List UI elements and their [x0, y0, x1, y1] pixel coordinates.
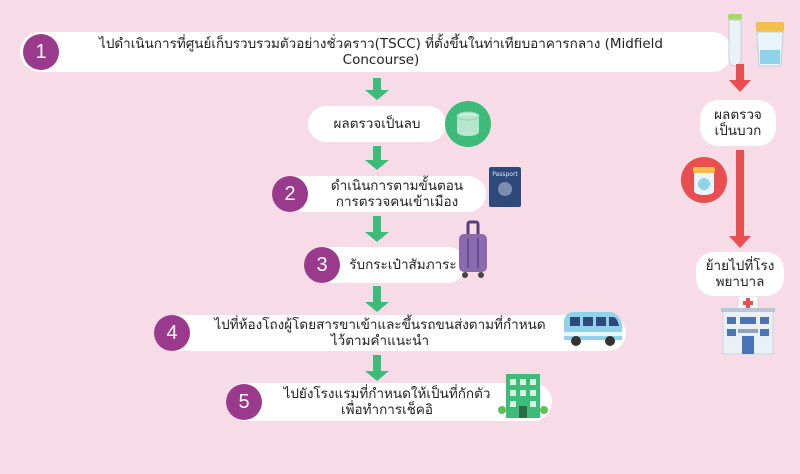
step-4-line2: ไว้ตามคำแนะนำ — [330, 333, 430, 349]
test-tubes-icon — [724, 10, 790, 70]
step-5-box: ไปยังโรงแรมที่กำหนดให้เป็นที่กักตัวเพื่อ… — [226, 383, 552, 421]
suitcase-icon — [456, 220, 490, 280]
step-1-text: ไปดำเนินการที่ศูนย์เก็บรวบรวมตัวอย่างชั่… — [99, 36, 663, 68]
flow-arrow-2 — [365, 146, 389, 170]
step-2-line1: ดำเนินการตามขั้นตอน — [330, 178, 464, 194]
step-4-box: ไปที่ห้องโถงผู้โดยสารขาเข้าและขึ้นรถขนส่… — [154, 315, 626, 351]
step-2-number: 2 — [272, 176, 308, 212]
step-1-number: 1 — [23, 34, 59, 70]
positive-result-line1: ผลตรวจ — [714, 107, 762, 123]
hospital-transfer-line1: ย้ายไปที่โรง — [705, 258, 775, 274]
flow-arrow-5 — [365, 355, 389, 381]
hospital-transfer-box: ย้ายไปที่โรงพยาบาล — [696, 252, 784, 296]
step-5-number: 5 — [226, 384, 262, 420]
van-icon — [562, 310, 624, 350]
step-3-number: 3 — [304, 247, 340, 283]
step-4-line1: ไปที่ห้องโถงผู้โดยสารขาเข้าและขึ้นรถขนส่… — [214, 317, 546, 333]
negative-result-text: ผลตรวจเป็นลบ — [333, 116, 421, 132]
hospital-transfer-line2: พยาบาล — [715, 274, 765, 290]
green-container-icon — [444, 100, 492, 148]
flow-arrow-1 — [365, 78, 389, 100]
step-5-line2: เพื่อทำการเช็คอิ — [340, 402, 433, 418]
red-container-icon — [680, 156, 728, 204]
passport-label: Passport — [492, 171, 518, 178]
flow-arrow-4 — [365, 286, 389, 312]
positive-result-box: ผลตรวจเป็นบวก — [700, 100, 776, 146]
step-5-line1: ไปยังโรงแรมที่กำหนดให้เป็นที่กักตัว — [283, 386, 491, 402]
passport-icon: Passport — [488, 166, 522, 208]
step-2-line2: การตรวจคนเข้าเมือง — [335, 194, 459, 210]
step-4-number: 4 — [154, 315, 190, 351]
hospital-icon — [719, 296, 777, 356]
hotel-icon — [498, 370, 548, 422]
flow-arrow-3 — [365, 216, 389, 242]
step-1-box: ไปดำเนินการที่ศูนย์เก็บรวบรวมตัวอย่างชั่… — [20, 32, 732, 72]
positive-result-line2: เป็นบวก — [714, 123, 762, 139]
negative-result-box: ผลตรวจเป็นลบ — [308, 106, 446, 142]
step-3-text: รับกระเป๋าสัมภาระ — [349, 257, 457, 273]
